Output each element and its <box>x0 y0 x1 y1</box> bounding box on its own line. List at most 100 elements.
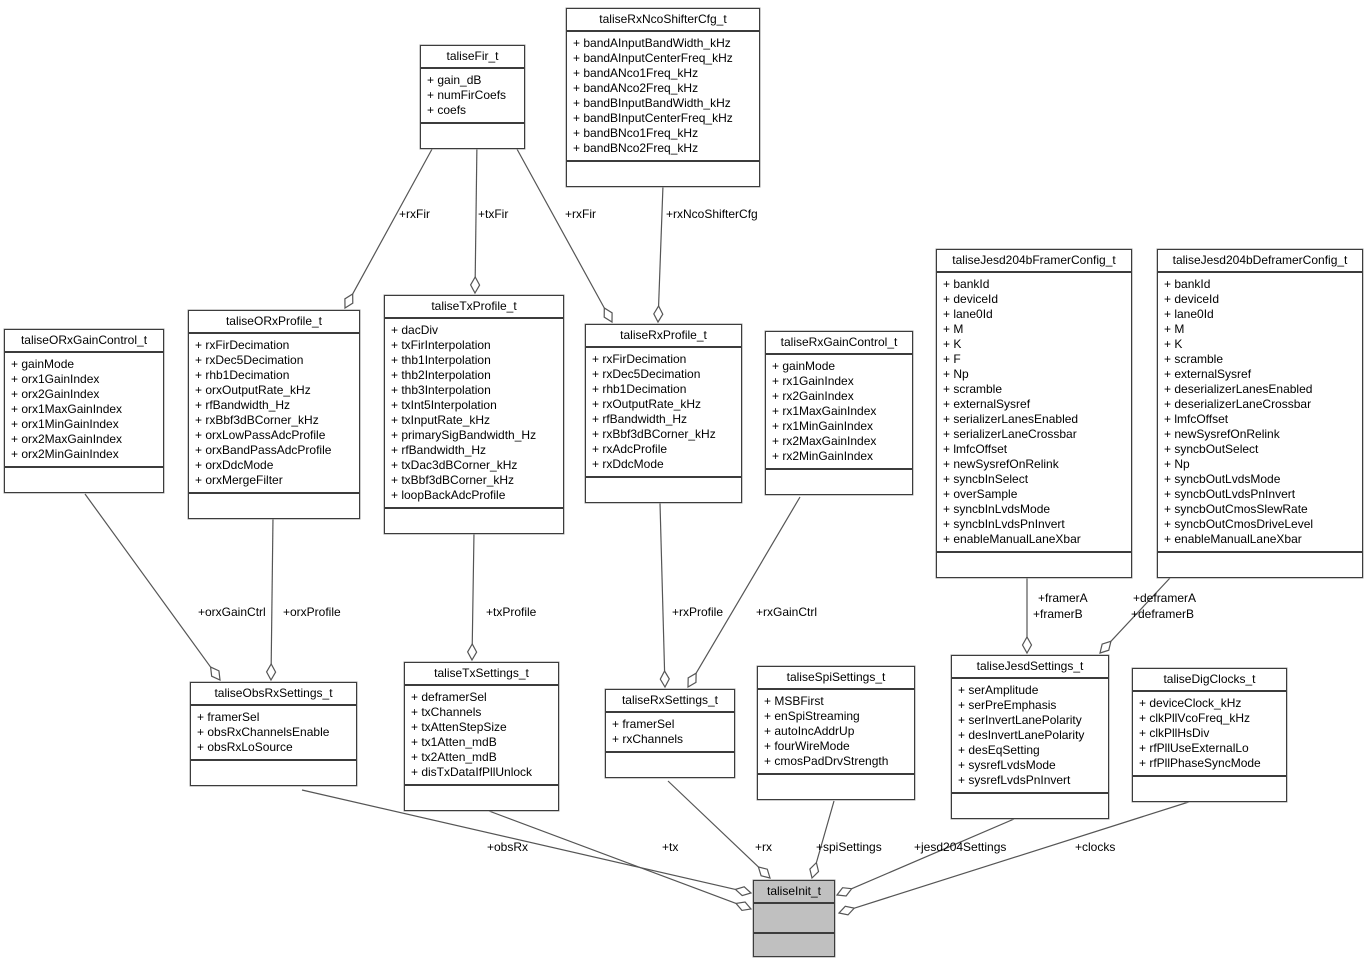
edge-label-txProfile: +txProfile <box>486 605 537 619</box>
class-box-taliseRxSettings_t[interactable]: taliseRxSettings_t+ framerSel+ rxChannel… <box>605 689 735 778</box>
class-attribute: + lmfcOffset <box>943 442 1008 456</box>
class-attribute: + rx2GainIndex <box>772 389 854 403</box>
class-attribute: + K <box>943 337 962 351</box>
aggregation-line <box>480 807 737 904</box>
edge-label-deframerB: +deframerB <box>1131 607 1195 621</box>
class-box-taliseORxProfile_t[interactable]: taliseORxProfile_t+ rxFirDecimation+ rxD… <box>188 310 360 519</box>
class-attribute: + rx1MinGainIndex <box>772 419 874 433</box>
class-attributes-compartment: + rxFirDecimation+ rxDec5Decimation+ rhb… <box>586 348 741 478</box>
aggregation-diamond-icon <box>653 304 664 324</box>
class-attributes-compartment: + framerSel+ rxChannels <box>606 713 734 753</box>
aggregation-diamond-icon <box>835 887 853 897</box>
class-attribute: + desInvertLanePolarity <box>958 728 1085 742</box>
class-box-taliseJesdSettings_t[interactable]: taliseJesdSettings_t+ serAmplitude+ serP… <box>951 655 1109 819</box>
aggregation-line <box>851 812 1029 890</box>
class-box-taliseORxGainControl_t[interactable]: taliseORxGainControl_t+ gainMode+ orx1Ga… <box>4 329 164 493</box>
edge-label-rxFir_rx: +rxFir <box>565 207 596 221</box>
class-box-taliseTxSettings_t[interactable]: taliseTxSettings_t+ deframerSel+ txChann… <box>404 662 559 811</box>
class-attribute: + rxDec5Decimation <box>195 353 304 367</box>
class-attribute: + deviceId <box>943 292 999 306</box>
class-attribute: + rfBandwidth_Hz <box>195 398 291 412</box>
class-methods-compartment <box>1133 777 1286 801</box>
class-methods-compartment <box>586 478 741 502</box>
class-attribute: + MSBFirst <box>764 694 824 708</box>
aggregation-line <box>270 516 274 665</box>
edge-label-framerB: +framerB <box>1033 607 1083 621</box>
aggregation-diamond-icon <box>1099 640 1112 654</box>
class-attribute: + orxOutputRate_kHz <box>195 383 311 397</box>
class-box-taliseInit_t[interactable]: taliseInit_t <box>753 880 835 957</box>
class-attribute: + sysrefLvdsPnInvert <box>958 773 1071 787</box>
class-attribute: + lane0Id <box>1164 307 1214 321</box>
class-box-taliseRxNcoShifterCfg_t[interactable]: taliseRxNcoShifterCfg_t + bandAInputBandW… <box>566 8 760 187</box>
class-box-taliseSpiSettings_t[interactable]: taliseSpiSettings_t+ MSBFirst+ enSpiStre… <box>757 666 915 800</box>
class-attribute: + bankId <box>1164 277 1211 291</box>
class-attribute: + deviceClock_kHz <box>1139 696 1242 710</box>
class-attributes-compartment: + gain_dB+ numFirCoefs+ coefs <box>421 69 524 124</box>
class-attribute: + orx1GainIndex <box>11 372 100 386</box>
aggregation-line <box>695 496 801 674</box>
class-attribute: + orxBandPassAdcProfile <box>195 443 332 457</box>
class-attributes-compartment: + MSBFirst+ enSpiStreaming+ autoIncAddrU… <box>758 690 914 775</box>
edge-label-txFir: +txFir <box>478 207 509 221</box>
class-box-taliseRxGainControl_t[interactable]: taliseRxGainControl_t+ gainMode+ rx1Gain… <box>765 331 913 495</box>
aggregation-diamond-icon <box>466 642 478 662</box>
aggregation-diamond-icon <box>344 292 354 310</box>
aggregation-line <box>1110 577 1171 642</box>
class-attribute: + rx2MinGainIndex <box>772 449 874 463</box>
class-attribute: + newSysrefOnRelink <box>943 457 1059 471</box>
aggregation-diamond-icon <box>757 866 771 879</box>
class-attribute: + loopBackAdcProfile <box>391 488 506 502</box>
class-attribute: + disTxDataIfPllUnlock <box>411 765 533 779</box>
class-attribute: + tx1Atten_mdB <box>411 735 497 749</box>
class-attribute: + framerSel <box>197 710 260 724</box>
class-box-taliseDigClocks_t[interactable]: taliseDigClocks_t+ deviceClock_kHz+ clkP… <box>1132 668 1287 802</box>
aggregation-diamond-icon <box>603 306 613 324</box>
class-attributes-compartment: + dacDiv+ txFirInterpolation+ thb1Interp… <box>385 319 563 509</box>
class-attribute: + scramble <box>943 382 1003 396</box>
class-attribute: + overSample <box>943 487 1018 501</box>
class-methods-compartment <box>766 470 912 494</box>
class-box-taliseTxProfile_t[interactable]: taliseTxProfile_t+ dacDiv+ txFirInterpol… <box>384 295 564 534</box>
class-box-taliseObsRxSettings_t[interactable]: taliseObsRxSettings_t+ framerSel+ obsRxC… <box>190 682 357 786</box>
class-attribute: + gainMode <box>772 359 836 373</box>
class-attribute: + bandAInputBandWidth_kHz <box>573 36 731 50</box>
class-attribute: + coefs <box>427 103 467 117</box>
class-attribute: + txDac3dBCorner_kHz <box>391 458 518 472</box>
class-methods-compartment <box>606 753 734 777</box>
aggregation-line <box>474 139 478 278</box>
class-methods-compartment <box>421 124 524 148</box>
class-attribute: + framerSel <box>612 717 675 731</box>
class-attribute: + rxFirDecimation <box>195 338 290 352</box>
aggregation-line <box>659 502 666 672</box>
class-title: taliseRxNcoShifterCfg_t <box>567 9 759 32</box>
class-attribute: + autoIncAddrUp <box>764 724 855 738</box>
aggregation-line <box>511 139 605 309</box>
aggregation-line <box>471 531 475 645</box>
class-attribute: + txBbf3dBCorner_kHz <box>391 473 515 487</box>
class-box-taliseFir_t[interactable]: taliseFir_t+ gain_dB+ numFirCoefs+ coefs <box>420 45 525 149</box>
class-attribute: + thb2Interpolation <box>391 368 491 382</box>
class-attribute: + deframerSel <box>411 690 487 704</box>
edge-label-obsRx: +obsRx <box>487 840 529 854</box>
class-attribute: + M <box>943 322 964 336</box>
class-attribute: + rx2MaxGainIndex <box>772 434 877 448</box>
class-attribute: + orxLowPassAdcProfile <box>195 428 326 442</box>
class-box-taliseJesd204bFramerConfig_t[interactable]: taliseJesd204bFramerConfig_t+ bankId+ de… <box>936 249 1132 578</box>
class-attributes-compartment <box>754 904 834 934</box>
class-attribute: + bandAInputCenterFreq_kHz <box>573 51 733 65</box>
class-attribute: + rfPllPhaseSyncMode <box>1139 756 1261 770</box>
class-attribute: + lane0Id <box>943 307 993 321</box>
class-box-taliseRxProfile_t[interactable]: taliseRxProfile_t+ rxFirDecimation+ rxDe… <box>585 324 742 503</box>
class-attributes-compartment: + deframerSel+ txChannels+ txAttenStepSi… <box>405 686 558 786</box>
aggregation-diamond-icon <box>837 905 856 916</box>
class-attribute: + enableManualLaneXbar <box>943 532 1081 546</box>
aggregation-line <box>667 780 759 868</box>
class-attribute: + cmosPadDrvStrength <box>764 754 889 768</box>
class-attribute: + sysrefLvdsMode <box>958 758 1056 772</box>
aggregation-diamond-icon <box>469 275 481 295</box>
class-box-taliseJesd204bDeframerConfig_t[interactable]: taliseJesd204bDeframerConfig_t+ bankId+ … <box>1157 249 1363 578</box>
class-attribute: + rx1GainIndex <box>772 374 854 388</box>
